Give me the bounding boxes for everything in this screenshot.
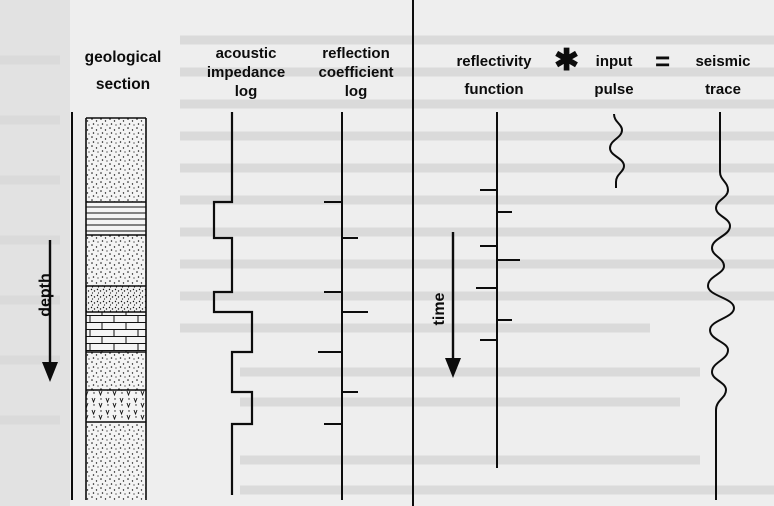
layer-sandstone-3	[86, 286, 146, 312]
layer-limestone	[86, 312, 146, 352]
layer-sandstone-4	[86, 352, 146, 390]
equals-operator: =	[655, 46, 671, 76]
reflectivity-function-spikes	[476, 112, 520, 468]
layer-sandstone-top	[86, 118, 146, 202]
reflection-coefficient-spikes	[318, 112, 368, 500]
seismic-trace-label: seismic trace	[695, 53, 751, 98]
input-pulse-wavelet	[608, 113, 626, 188]
layer-sandstone-base	[86, 422, 146, 500]
reflection-coefficient-log-label: reflection coefficient log	[318, 45, 394, 100]
input-pulse-label: input pulse	[594, 53, 634, 98]
convolution-operator: ✱	[554, 44, 580, 77]
layer-shale	[86, 202, 146, 235]
layer-sandstone-2	[86, 235, 146, 286]
depth-arrow	[42, 240, 58, 382]
layer-sandstone-volcanic	[86, 390, 146, 422]
acoustic-impedance-curve	[212, 112, 254, 495]
geological-section-label: geological section	[84, 49, 162, 93]
geological-section-column	[71, 112, 147, 500]
acoustic-impedance-log-label: acoustic impedance log	[206, 45, 286, 100]
time-arrow	[445, 232, 461, 378]
seismic-trace-wiggle	[706, 112, 736, 500]
reflectivity-function-label: reflectivity function	[456, 53, 532, 98]
